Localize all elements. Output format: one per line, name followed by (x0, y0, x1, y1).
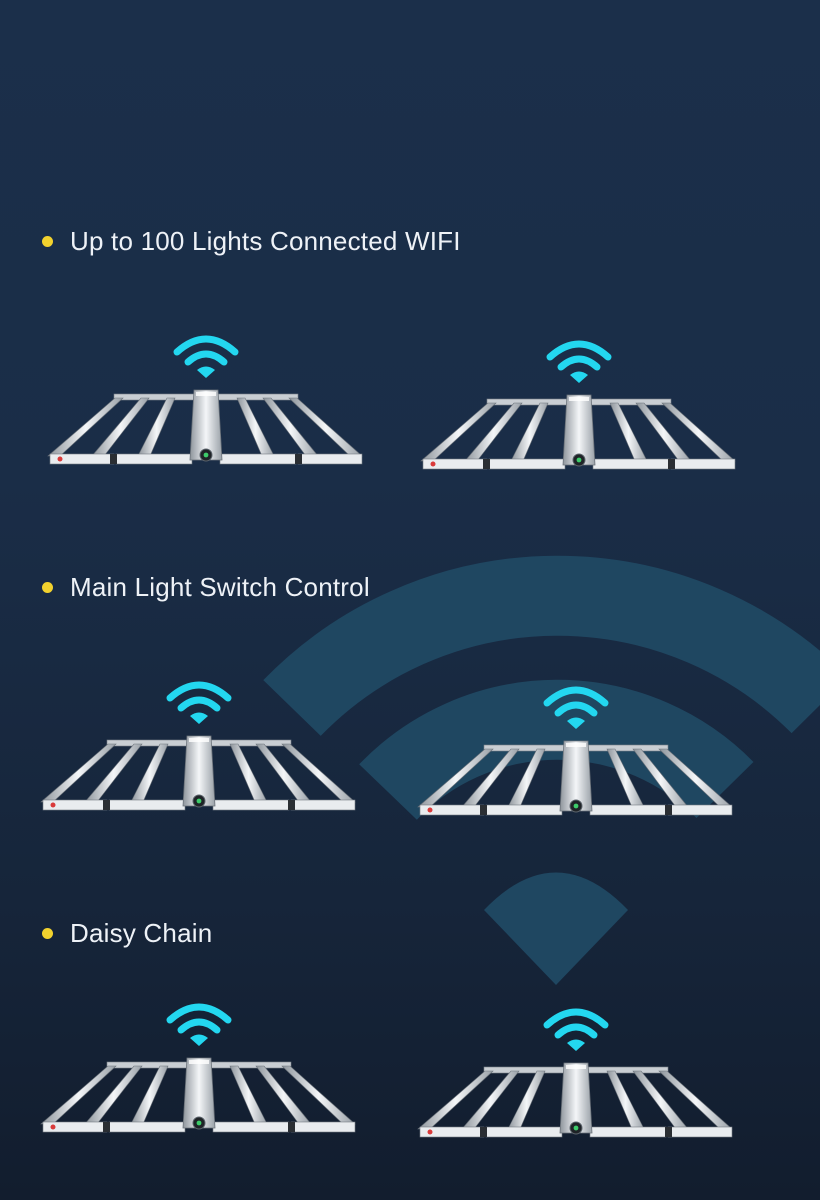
grow-light-fixture (39, 674, 359, 824)
wifi-icon (543, 1008, 609, 1051)
brand-logo-icon (50, 1124, 56, 1130)
feature-daisy-chain: Daisy Chain (42, 918, 212, 949)
wifi-icon (166, 681, 232, 724)
wifi-icon (546, 340, 612, 383)
brand-logo-icon (427, 807, 433, 813)
brand-logo-icon (427, 1129, 433, 1135)
brand-logo-icon (430, 461, 436, 467)
brand-logo-icon (50, 802, 56, 808)
bullet-dot (42, 582, 53, 593)
feature-main-switch: Main Light Switch Control (42, 572, 370, 603)
grow-light-fixture (416, 1001, 736, 1151)
wifi-icon (543, 686, 609, 729)
feature-wifi-connected: Up to 100 Lights Connected WIFI (42, 226, 461, 257)
grow-light-fixture (39, 996, 359, 1146)
feature-label: Main Light Switch Control (70, 572, 370, 602)
feature-label: Up to 100 Lights Connected WIFI (70, 226, 461, 256)
bullet-dot (42, 236, 53, 247)
feature-label: Daisy Chain (70, 918, 213, 948)
grow-light-fixture (416, 679, 736, 829)
grow-light-fixture (419, 333, 739, 483)
grow-light-fixture (46, 328, 366, 478)
bullet-dot (42, 928, 53, 939)
wifi-icon (173, 335, 239, 378)
brand-logo-icon (57, 456, 63, 462)
wifi-icon (166, 1003, 232, 1046)
